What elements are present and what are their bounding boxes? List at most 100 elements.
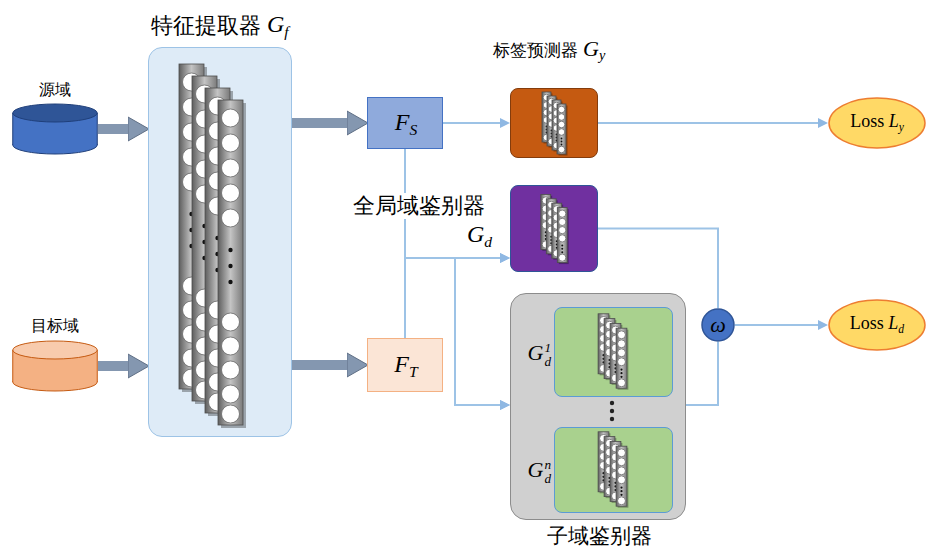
neuron xyxy=(209,349,227,367)
neuron xyxy=(183,301,201,319)
ellipsis-dot xyxy=(546,126,548,128)
ellipsis-dot xyxy=(608,359,610,361)
neuron xyxy=(612,453,620,461)
connector-arrow xyxy=(735,324,818,326)
neuron xyxy=(183,369,201,387)
network-layer xyxy=(205,88,233,416)
neuron xyxy=(548,106,555,113)
layer-shadow xyxy=(612,325,623,385)
ellipse-outline xyxy=(829,98,925,148)
neuron xyxy=(600,434,608,442)
layer-shadow xyxy=(182,67,207,392)
neuron xyxy=(196,337,214,355)
layer-shadow xyxy=(600,315,611,375)
module-title: 标签预测器 xyxy=(493,41,578,61)
network-layer xyxy=(616,446,628,508)
neuron xyxy=(553,230,560,237)
ellipsis-dot xyxy=(608,484,610,486)
ellipsis-dot xyxy=(550,236,552,238)
neuron xyxy=(183,148,201,166)
neuron xyxy=(553,102,560,109)
layer-panel xyxy=(616,328,627,388)
sub-sup-pair: d1 xyxy=(544,341,551,369)
subscript: d xyxy=(484,233,492,250)
ellipsis-dot xyxy=(561,141,563,143)
text-run: G xyxy=(528,457,544,482)
network-layer xyxy=(546,199,557,256)
network-layer xyxy=(598,432,610,494)
layer-panel xyxy=(598,314,609,374)
neuron xyxy=(559,210,566,217)
neuron xyxy=(209,325,227,343)
cylinder-top xyxy=(13,341,98,359)
neuron xyxy=(606,330,614,338)
neuron xyxy=(553,110,560,117)
layer-shadow xyxy=(549,98,558,148)
cylinder-top xyxy=(13,104,98,122)
neuron xyxy=(606,466,614,474)
ellipsis-dot xyxy=(608,363,610,365)
ellipsis-dot xyxy=(551,133,553,135)
layer-shadow xyxy=(606,320,617,380)
neuron xyxy=(209,393,227,411)
neuron xyxy=(612,335,620,343)
ellipsis-dot xyxy=(602,358,604,360)
ellipsis-dot xyxy=(610,401,614,405)
neuron xyxy=(606,321,614,329)
ellipsis-dot xyxy=(556,240,558,242)
ellipsis-dot xyxy=(546,132,548,134)
target-domain-cylinder: 目标域 xyxy=(12,341,98,391)
neuron xyxy=(612,471,620,479)
ellipsis-dot xyxy=(561,248,563,250)
sub-sup-pair: dn xyxy=(544,458,551,486)
ellipsis-dot xyxy=(561,144,563,146)
subdomain-discriminator-box: Gd1 xyxy=(554,307,673,397)
layer-shadow xyxy=(208,91,233,416)
text-run: Loss xyxy=(850,313,889,333)
shape-outline xyxy=(12,104,98,154)
neuron xyxy=(553,125,560,132)
circle-outline xyxy=(702,309,734,341)
ellipsis-dot xyxy=(545,235,547,237)
math-symbol: Gf xyxy=(267,10,289,41)
layer-shadow xyxy=(544,94,553,144)
layer-shadow xyxy=(195,79,220,404)
ellipsis-dot xyxy=(228,280,232,284)
module-title: 子域鉴别器 xyxy=(547,524,652,548)
layer-panel xyxy=(610,441,621,501)
math-symbol: FT xyxy=(394,350,417,381)
neuron xyxy=(222,385,240,403)
text-run: G xyxy=(583,36,599,61)
neuron xyxy=(600,452,608,460)
neuron xyxy=(618,449,626,457)
neuron xyxy=(548,113,555,120)
text-run: L xyxy=(888,313,898,333)
layer-panel xyxy=(610,323,621,383)
network-layer xyxy=(552,100,563,152)
neuron xyxy=(222,337,240,355)
layer-panel xyxy=(616,446,627,506)
loss-label: Loss Ly xyxy=(850,111,904,135)
neuron xyxy=(222,313,240,331)
neuron xyxy=(559,227,566,234)
label-predictor-box: 标签预测器Gy xyxy=(510,88,598,158)
network-layer xyxy=(179,64,207,392)
text-run: G xyxy=(467,221,484,247)
ellipsis-dot xyxy=(608,366,610,368)
layer-shadow xyxy=(606,438,617,498)
ellipsis-dot xyxy=(550,239,552,241)
ellipsis-dot xyxy=(561,138,563,140)
text-run: G xyxy=(267,11,284,37)
weight-symbol: ω xyxy=(710,312,726,338)
network-layer xyxy=(552,203,563,260)
text-run: ω xyxy=(710,312,726,337)
neuron xyxy=(606,448,614,456)
neuron xyxy=(600,482,608,490)
layer-panel xyxy=(218,100,243,425)
neuron xyxy=(222,405,240,423)
network-layer xyxy=(547,96,558,148)
neuron xyxy=(553,206,560,213)
layer-panel xyxy=(541,194,551,249)
neuron xyxy=(183,349,201,367)
